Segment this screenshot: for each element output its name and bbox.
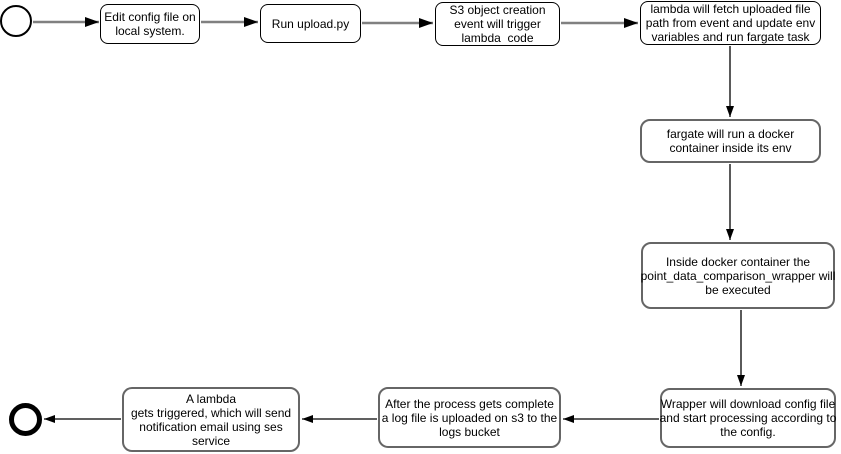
node-wrapper-download: Wrapper will download config file and st… bbox=[660, 388, 836, 448]
node-lambda-fetch: lambda will fetch uploaded file path fro… bbox=[640, 1, 821, 45]
node-label: After the process gets complete a log fi… bbox=[381, 396, 558, 439]
node-label: lambda will fetch uploaded file path fro… bbox=[645, 2, 816, 44]
node-label: fargate will run a docker container insi… bbox=[666, 127, 795, 155]
node-s3-event: S3 object creation event will trigger la… bbox=[435, 2, 560, 46]
node-fargate-run: fargate will run a docker container insi… bbox=[640, 119, 821, 163]
node-label: Inside docker container the point_data_c… bbox=[640, 254, 836, 297]
node-run-upload: Run upload.py bbox=[260, 4, 361, 43]
node-label: A lambda gets triggered, which will send… bbox=[130, 391, 292, 448]
node-label: Run upload.py bbox=[271, 16, 350, 31]
node-label: S3 object creation event will trigger la… bbox=[449, 3, 546, 45]
node-label: Wrapper will download config file and st… bbox=[659, 397, 837, 439]
end-node bbox=[9, 403, 42, 436]
node-docker-wrapper: Inside docker container the point_data_c… bbox=[641, 242, 835, 309]
node-label: Edit config file on local system. bbox=[104, 10, 196, 38]
node-edit-config: Edit config file on local system. bbox=[100, 4, 200, 44]
node-notify-lambda: A lambda gets triggered, which will send… bbox=[122, 387, 300, 452]
start-node bbox=[0, 5, 32, 37]
node-log-upload: After the process gets complete a log fi… bbox=[378, 387, 561, 448]
